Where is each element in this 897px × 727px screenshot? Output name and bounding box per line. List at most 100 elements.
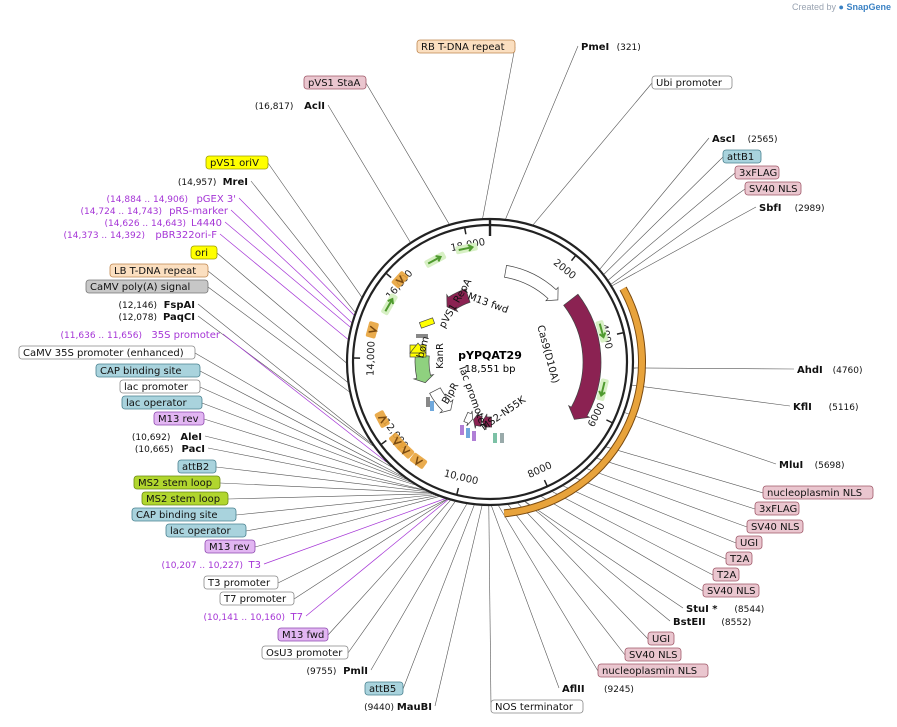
right-label-asci: AscI(2565) bbox=[712, 134, 778, 145]
left-label-paci: PacI(10,665) bbox=[135, 444, 205, 455]
leader-line bbox=[194, 352, 392, 468]
leader-line bbox=[603, 156, 724, 275]
small-feature-mark bbox=[472, 431, 476, 441]
feature-box bbox=[205, 155, 269, 170]
leader-line bbox=[235, 494, 435, 516]
right-label-t2a: T2A bbox=[712, 567, 740, 582]
left-label-t3-promoter: T3 promoter bbox=[203, 575, 279, 590]
leader-line bbox=[203, 418, 415, 486]
feature-box bbox=[303, 75, 367, 90]
right-label-bsteii: BstEII(8552) bbox=[673, 617, 751, 628]
right-label-sv40-nls: SV40 NLS bbox=[746, 519, 804, 534]
right-label-sv40-nls: SV40 NLS bbox=[702, 583, 760, 598]
enzyme-name: AclI bbox=[304, 101, 325, 112]
feature-box bbox=[744, 181, 802, 196]
pvs1-repa-arrow bbox=[446, 288, 471, 313]
feature-box bbox=[177, 459, 217, 474]
feature-box bbox=[204, 539, 256, 554]
leader-line bbox=[610, 188, 746, 285]
enzyme-name: SbfI bbox=[759, 203, 781, 214]
leader-line bbox=[498, 505, 599, 672]
feature-name: CAP binding site bbox=[100, 366, 182, 377]
feature-name: 3xFLAG bbox=[759, 504, 797, 515]
leader-line bbox=[293, 499, 448, 600]
feature-box bbox=[416, 39, 516, 54]
site-name: 35S promoter bbox=[151, 330, 221, 341]
feature-box bbox=[133, 475, 221, 490]
leader-line bbox=[254, 496, 439, 548]
right-label-sbfi: SbfI(2989) bbox=[759, 203, 825, 214]
feature-name: ori bbox=[195, 248, 208, 259]
leader-line bbox=[199, 386, 407, 480]
site-range: (14,724 .. 14,743) bbox=[81, 207, 162, 217]
right-label-3xflag: 3xFLAG bbox=[734, 165, 780, 180]
direction-arrow-icon bbox=[395, 275, 405, 284]
leader-line bbox=[541, 496, 704, 592]
feature-box bbox=[85, 279, 209, 294]
ring-tick bbox=[543, 479, 549, 487]
left-label-paqci: PaqCI(12,078) bbox=[118, 312, 195, 323]
feature-box bbox=[597, 663, 709, 678]
site-name: L4440 bbox=[191, 218, 222, 229]
ring-tick bbox=[463, 227, 467, 235]
plasmid-name: pYPQAT29 bbox=[458, 349, 522, 362]
cas9-d10a-arrow bbox=[563, 293, 602, 420]
feature-box bbox=[490, 699, 584, 714]
feature-box bbox=[725, 551, 753, 566]
right-label-ahdi: AhdI(4760) bbox=[797, 365, 863, 376]
leader-line bbox=[207, 270, 348, 383]
enzyme-position: (5116) bbox=[829, 403, 859, 413]
feature-box bbox=[261, 645, 349, 660]
feature-box bbox=[18, 345, 196, 360]
ring-tick-label: 10,000 bbox=[443, 468, 480, 487]
direction-arrow-icon bbox=[368, 325, 379, 333]
snapgene-logo-icon: ● bbox=[838, 2, 844, 12]
feature-box bbox=[277, 627, 329, 642]
feature-box bbox=[712, 567, 740, 582]
leader-line bbox=[488, 505, 492, 708]
site-name: T7 bbox=[290, 612, 303, 623]
left-label-fspai: FspAI(12,146) bbox=[118, 300, 195, 311]
small-feature-mark bbox=[493, 433, 497, 443]
feature-box bbox=[95, 363, 201, 378]
feature-name: UGI bbox=[652, 634, 670, 645]
feature-name: CAP binding site bbox=[136, 510, 218, 521]
feature-name: CaMV 35S promoter (enhanced) bbox=[23, 348, 184, 359]
feature-name: SV40 NLS bbox=[707, 586, 756, 597]
leader-line bbox=[227, 493, 432, 500]
feature-label-m13-fwd: M13 fwd bbox=[466, 291, 510, 316]
left-label-ori: ori bbox=[190, 245, 218, 260]
feature-name: SV40 NLS bbox=[751, 522, 800, 533]
feature-name: MS2 stem loop bbox=[146, 494, 220, 505]
feature-name: T3 promoter bbox=[207, 578, 271, 589]
leader-line bbox=[277, 499, 447, 584]
right-label-ugi: UGI bbox=[735, 535, 763, 550]
ms2-n55k-arrow-1 bbox=[482, 413, 493, 431]
feature-name: UGI bbox=[740, 538, 758, 549]
ring-tick bbox=[606, 419, 614, 424]
right-label-attb1: attB1 bbox=[722, 149, 762, 164]
enzyme-name: PaqCI bbox=[163, 312, 195, 323]
feature-box bbox=[121, 395, 203, 410]
leader-line bbox=[606, 446, 764, 494]
left-label-maubi: MauBI(9440) bbox=[364, 702, 432, 713]
site-name: pGEX 3' bbox=[196, 194, 236, 205]
left-label-pvs1-staa: pVS1 StaA bbox=[303, 75, 367, 90]
leader-line bbox=[219, 233, 349, 340]
enzyme-name: AscI bbox=[712, 134, 735, 145]
feature-box bbox=[165, 523, 247, 538]
leader-line bbox=[586, 468, 748, 528]
site-name: pBR322ori-F bbox=[155, 230, 217, 241]
right-label-aflii: AflII(9245) bbox=[562, 684, 634, 695]
left-label-l4440: L4440(14,626 .. 14,643) bbox=[105, 218, 222, 229]
direction-arrow-icon bbox=[401, 445, 411, 455]
leader-line bbox=[250, 180, 356, 313]
enzyme-name: StuI * bbox=[686, 604, 718, 615]
feature-name: pVS1 oriV bbox=[210, 158, 259, 169]
left-label-alei: AleI(10,692) bbox=[132, 432, 202, 443]
leader-line bbox=[215, 466, 428, 493]
leader-line bbox=[552, 491, 714, 576]
feature-name: NOS terminator bbox=[495, 702, 574, 713]
enzyme-position: (8544) bbox=[734, 605, 764, 615]
